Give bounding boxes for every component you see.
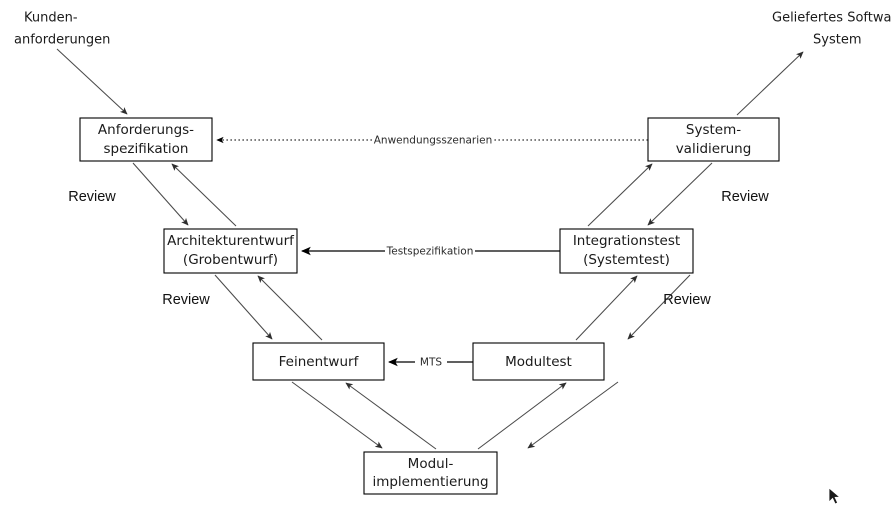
output-label-line1: Geliefertes Software bbox=[772, 11, 892, 26]
edge-label-testspezifikation: Testspezifikation bbox=[386, 246, 474, 258]
node-architekturentwurf[interactable]: Architekturentwurf (Grobentwurf) bbox=[163, 228, 298, 274]
node-modultest[interactable]: Modultest bbox=[472, 342, 605, 381]
node-integrationstest-line1: Integrationstest bbox=[573, 233, 680, 249]
node-modulimplementierung-line1: Modul- bbox=[408, 456, 454, 472]
review-label-integrationstest: Review bbox=[663, 292, 711, 308]
node-systemvalidierung-line2: validierung bbox=[676, 141, 752, 157]
edge-modulimpl-to-feinentwurf bbox=[345, 382, 437, 450]
node-integrationstest-line2: (Systemtest) bbox=[583, 252, 670, 268]
edge-systemvalidierung-to-integrationstest bbox=[647, 162, 713, 226]
node-modulimplementierung-line2: implementierung bbox=[372, 474, 488, 490]
edge-feinentwurf-to-modulimpl bbox=[291, 381, 383, 449]
edge-architektur-to-anforderung bbox=[171, 163, 237, 227]
node-systemvalidierung-line1: System- bbox=[686, 122, 741, 138]
node-feinentwurf-line1: Feinentwurf bbox=[279, 354, 360, 370]
node-anforderungsspezifikation[interactable]: Anforderungs- spezifikation bbox=[79, 117, 213, 162]
edge-integrationstest-to-modultest bbox=[627, 274, 691, 340]
edge-modultest-to-integrationstest bbox=[575, 275, 638, 341]
node-integrationstest-rect[interactable] bbox=[559, 228, 694, 274]
testspezifikation-label-bg bbox=[385, 243, 475, 259]
node-modulimplementierung-rect[interactable] bbox=[363, 451, 498, 495]
edge-label-mts: MTS bbox=[420, 357, 442, 369]
mts-label-bg bbox=[415, 354, 447, 370]
anwendungsszenarien-label-bg bbox=[373, 132, 493, 148]
node-architekturentwurf-line1: Architekturentwurf bbox=[167, 233, 295, 249]
input-label-line2: anforderungen bbox=[14, 33, 110, 48]
node-feinentwurf-rect[interactable] bbox=[252, 342, 385, 381]
node-integrationstest[interactable]: Integrationstest (Systemtest) bbox=[559, 228, 694, 274]
output-label-line2: System bbox=[813, 33, 861, 48]
node-systemvalidierung-rect[interactable] bbox=[647, 117, 780, 162]
node-anforderungsspezifikation-line1: Anforderungs- bbox=[98, 122, 194, 138]
input-label-line1: Kunden- bbox=[24, 11, 78, 26]
node-architekturentwurf-line2: (Grobentwurf) bbox=[183, 252, 278, 268]
node-anforderungsspezifikation-line2: spezifikation bbox=[104, 141, 189, 157]
review-label-architektur: Review bbox=[162, 292, 210, 308]
edge-modulimpl-to-modultest bbox=[477, 382, 567, 450]
node-feinentwurf[interactable]: Feinentwurf bbox=[252, 342, 385, 381]
edge-integrationstest-to-systemvalidierung bbox=[587, 163, 653, 227]
edge-anforderung-to-architektur bbox=[132, 162, 189, 226]
edge-feinentwurf-to-architektur bbox=[257, 275, 323, 341]
node-modultest-line1: Modultest bbox=[505, 354, 572, 370]
node-architekturentwurf-rect[interactable] bbox=[163, 228, 298, 274]
node-modultest-rect[interactable] bbox=[472, 342, 605, 381]
node-modulimplementierung[interactable]: Modul- implementierung bbox=[363, 451, 498, 495]
node-anforderungsspezifikation-rect[interactable] bbox=[79, 117, 213, 162]
review-label-systemvalidierung: Review bbox=[721, 189, 769, 205]
edge-modultest-to-modulimpl bbox=[527, 381, 619, 449]
edge-label-anwendungsszenarien: Anwendungsszenarien bbox=[374, 135, 493, 147]
review-label-anforderung: Review bbox=[68, 189, 116, 205]
edge-delivered-system-out bbox=[736, 51, 804, 116]
edge-architektur-to-feinentwurf bbox=[214, 274, 273, 340]
node-systemvalidierung[interactable]: System- validierung bbox=[647, 117, 780, 162]
edge-customer-requirements-in bbox=[56, 48, 128, 115]
